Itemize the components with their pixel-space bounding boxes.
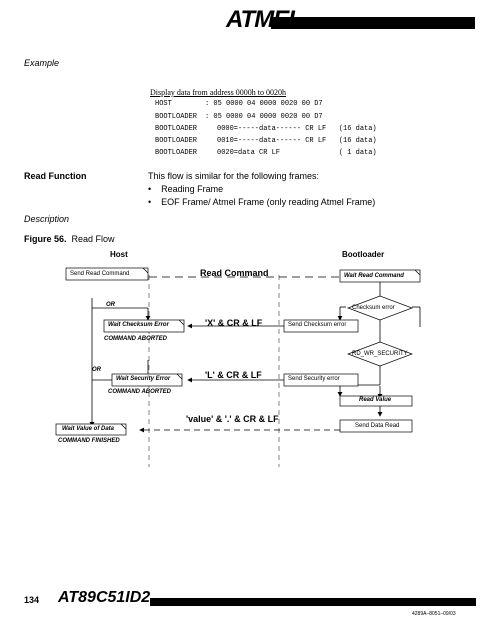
example-row-4-text: 0010=-----data------ CR LF (16 data)	[217, 137, 377, 145]
example-label: Example	[24, 58, 60, 68]
host-title: Host	[110, 250, 128, 259]
header-bar	[271, 17, 475, 29]
send-read-command-box	[65, 267, 149, 281]
l-msg: 'L' & CR & LF	[205, 370, 262, 380]
security-decision	[347, 341, 413, 367]
read-function-intro: This flow is similar for the following f…	[148, 171, 320, 181]
read-flow-diagram	[55, 267, 421, 467]
bullet-2-text: EOF Frame/ Atmel Frame (only reading Atm…	[161, 197, 376, 207]
description-label: Description	[24, 214, 70, 224]
bullet-1-text: Reading Frame	[161, 184, 224, 194]
bootloader-title: Bootloader	[342, 250, 385, 259]
command-aborted-2: COMMAND ABORTED	[108, 389, 171, 395]
part-number: AT89C51ID2	[58, 589, 151, 606]
wait-checksum-error-box	[103, 319, 185, 333]
checksum-decision	[347, 295, 413, 321]
send-checksum-error-box	[283, 319, 359, 333]
example-row-1-text: : 05 0000 04 0000 0020 00 D7	[205, 100, 323, 108]
or-1: OR	[106, 302, 115, 308]
wait-value-of-data-box	[55, 423, 127, 436]
example-row-1-name: HOST	[155, 100, 172, 108]
read-function-label: Read Function	[24, 171, 87, 181]
example-title: Display data from address 0000h to 0020h	[150, 88, 286, 97]
example-row-4-name: BOOTLOADER	[155, 137, 198, 145]
bullet-1: • Reading Frame	[148, 184, 224, 194]
wait-value-of-data: Wait Value of Data	[62, 426, 115, 432]
example-row-2-text: : 05 0000 04 0000 0020 00 D7	[205, 113, 323, 121]
command-finished: COMMAND FINISHED	[58, 438, 120, 444]
wait-security-error: Wait Security Error	[116, 376, 171, 382]
send-read-command: Send Read Command	[70, 271, 130, 277]
page-number: 134	[24, 595, 40, 605]
wait-checksum-error: Wait Checksum Error	[108, 322, 169, 328]
checksum-error: Checksum error	[352, 305, 395, 311]
bullet-2: • EOF Frame/ Atmel Frame (only reading A…	[148, 197, 376, 207]
value-msg: 'value' & '.' & CR & LF	[186, 414, 279, 424]
or-2: OR	[92, 367, 101, 373]
doc-reference: 4289A–8051–09/03	[412, 611, 456, 617]
figure-number: Figure 56.	[24, 234, 67, 244]
rd-wr-security: RD_WR_SECURITY	[352, 351, 408, 357]
send-security-error: Send Security error	[288, 376, 340, 382]
example-row-3-name: BOOTLOADER	[155, 125, 198, 133]
footer-bar	[150, 598, 476, 606]
read-value: Read Value	[359, 397, 392, 403]
send-data-read-box	[339, 419, 413, 433]
example-row-5-text: 0020=data CR LF ( 1 data)	[217, 149, 377, 157]
example-row-3-text: 0000=-----data------ CR LF (16 data)	[217, 125, 377, 133]
wait-read-command-box	[339, 269, 421, 283]
example-row-5-name: BOOTLOADER	[155, 149, 198, 157]
figure-caption: Figure 56. Read Flow	[24, 234, 115, 244]
read-command-msg: Read Command	[200, 268, 269, 278]
send-checksum-error: Send Checksum error	[288, 322, 347, 328]
example-row-2-name: BOOTLOADER	[155, 113, 198, 121]
figure-title: Read Flow	[71, 234, 115, 244]
send-data-read: Send Data Read	[355, 423, 400, 429]
read-value-box	[339, 395, 413, 407]
send-security-error-box	[283, 373, 359, 387]
wait-read-command: Wait Read Command	[344, 273, 404, 279]
x-msg: 'X' & CR & LF	[205, 318, 263, 328]
command-aborted-1: COMMAND ABORTED	[104, 336, 167, 342]
wait-security-error-box	[111, 373, 183, 387]
